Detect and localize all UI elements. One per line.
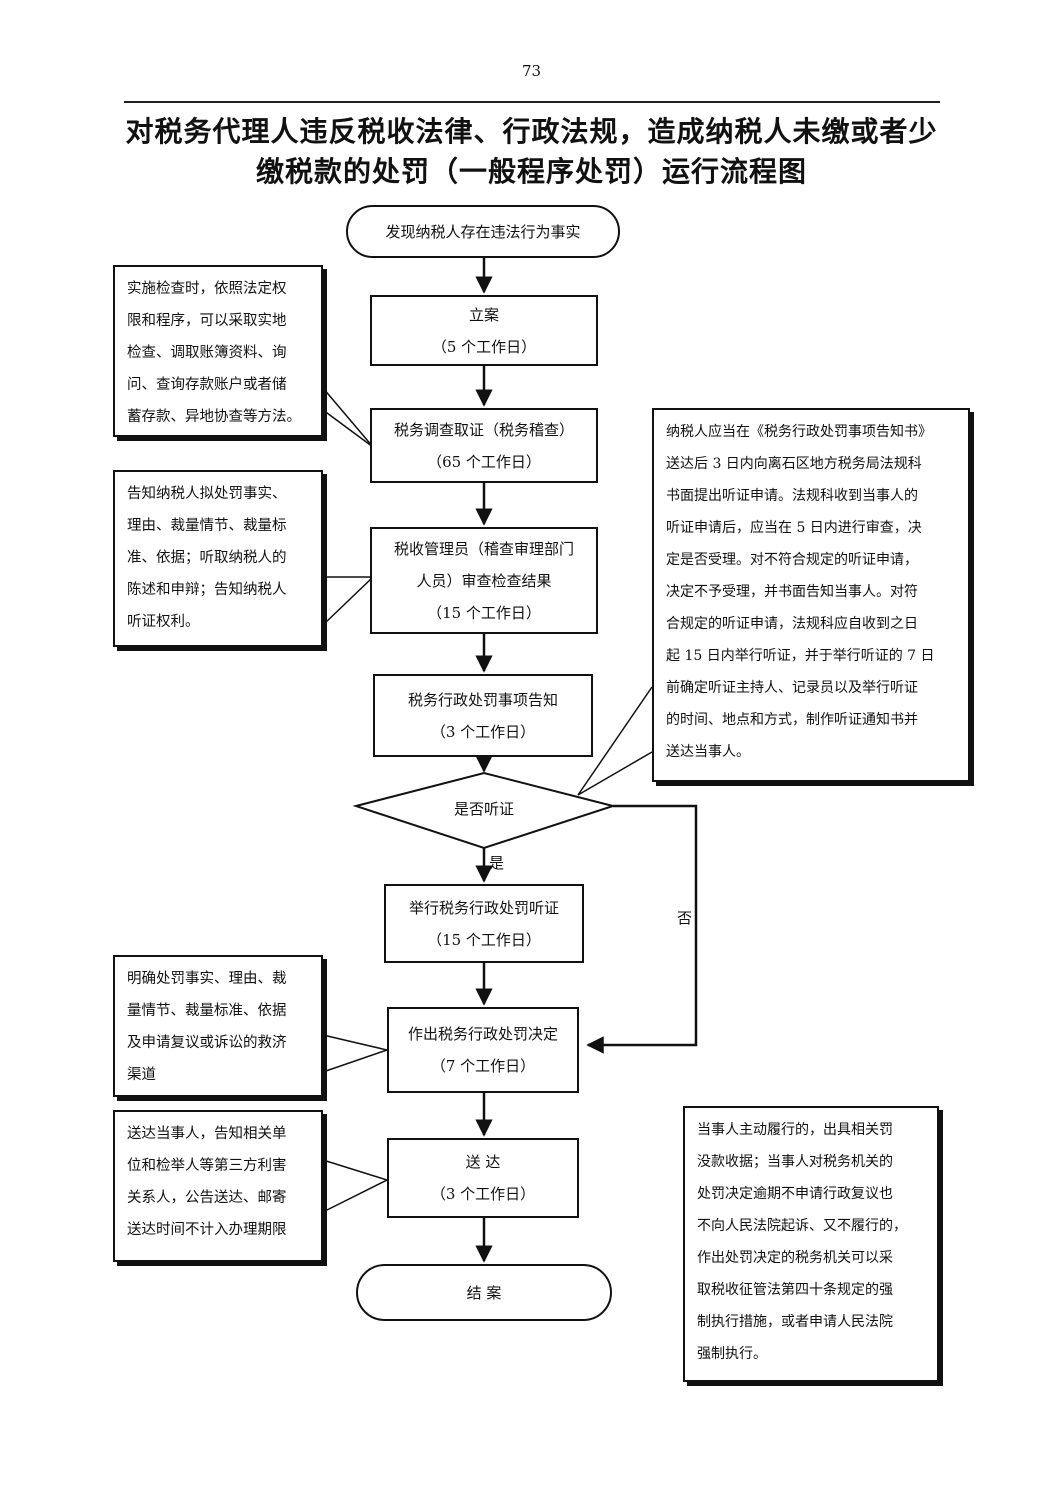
- page-number: 73: [521, 62, 542, 80]
- step3-days: （15 个工作日）: [427, 603, 541, 622]
- callout-decision: [322, 1034, 390, 1073]
- decision-diamond: [352, 771, 617, 850]
- note-hearing-line: 合规定的听证申请，法规科应自收到之日: [666, 616, 918, 632]
- step-investigation: 税务调查取证（税务稽查） （65 个工作日）: [370, 408, 598, 483]
- note-decision-line: 量情节、裁量标准、依据: [127, 1003, 287, 1019]
- step4-days: （3 个工作日）: [430, 722, 536, 741]
- step7-days: （3 个工作日）: [430, 1185, 536, 1203]
- note-hearing-line: 决定不予受理，并书面告知当事人。对符: [666, 584, 918, 600]
- note-inspection: 实施检查时，依照法定权 限和程序，可以采取实地 检查、调取账簿资料、询 问、查询…: [113, 265, 323, 437]
- note-enforcement-line: 作出处罚决定的税务机关可以采: [697, 1250, 893, 1266]
- note-delivery-line: 送达当事人，告知相关单: [127, 1126, 287, 1142]
- note-hearing-line: 书面提出听证申请。法规科收到当事人的: [666, 488, 918, 504]
- note-inspection-line: 蓄存款、异地协查等方法。: [127, 409, 301, 425]
- step-delivery: 送 达 （3 个工作日）: [387, 1138, 579, 1218]
- note-inspection-line: 问、查询存款账户或者储: [127, 377, 287, 393]
- step3-label-1: 税收管理员（稽查审理部门: [393, 539, 574, 558]
- note-notify-line: 理由、裁量情节、裁量标: [127, 518, 287, 534]
- note-delivery-line: 送达时间不计入办理期限: [127, 1222, 287, 1238]
- step5-label: 举行税务行政处罚听证: [408, 898, 559, 917]
- note-notify-line: 陈述和申辩；告知纳税人: [127, 582, 287, 598]
- note-notify-line: 听证权利。: [127, 614, 200, 630]
- step4-label: 税务行政处罚事项告知: [407, 690, 558, 709]
- note-hearing-line: 起 15 日内举行听证，并于举行听证的 7 日: [666, 648, 935, 664]
- step-case-filing: 立案 （5 个工作日）: [370, 295, 598, 366]
- step1-days: （5 个工作日）: [431, 337, 537, 356]
- step2-label: 税务调查取证（税务稽查）: [393, 420, 574, 439]
- header-rule: [124, 101, 940, 103]
- note-hearing-line: 送达后 3 日内向离石区地方税务局法规科: [666, 456, 922, 472]
- note-hearing-line: 听证申请后，应当在 5 日内进行审查，决: [666, 520, 922, 536]
- step6-label: 作出税务行政处罚决定: [407, 1025, 558, 1043]
- note-hearing: 纳税人应当在《税务行政处罚事项告知书》 送达后 3 日内向离石区地方税务局法规科…: [652, 408, 970, 782]
- step-penalty-notice: 税务行政处罚事项告知 （3 个工作日）: [373, 674, 593, 757]
- note-enforcement-line: 取税收征管法第四十条规定的强: [697, 1282, 893, 1298]
- end-label: 结 案: [466, 1284, 502, 1302]
- callout-hearing: [577, 686, 653, 796]
- note-inspection-line: 限和程序，可以采取实地: [127, 313, 287, 329]
- page-title-line-1: 对税务代理人违反税收法律、行政法规，造成纳税人未缴或者少: [125, 115, 938, 148]
- note-enforcement: 当事人主动履行的，出具相关罚 没款收据；当事人对税务机关的 处罚决定逾期不申请行…: [683, 1106, 939, 1382]
- step-decision: 作出税务行政处罚决定 （7 个工作日）: [387, 1007, 579, 1093]
- note-delivery: 送达当事人，告知相关单 位和检举人等第三方利害 关系人，公告送达、邮寄 送达时间…: [113, 1110, 323, 1262]
- note-notify: 告知纳税人拟处罚事实、 理由、裁量情节、裁量标 准、依据；听取纳税人的 陈述和申…: [113, 470, 323, 647]
- note-hearing-line: 送达当事人。: [666, 744, 750, 760]
- note-hearing-line: 的时间、地点和方式，制作听证通知书并: [666, 712, 918, 728]
- note-decision-line: 明确处罚事实、理由、裁: [127, 971, 287, 987]
- step3-label-2: 人员）审查检查结果: [416, 571, 552, 590]
- page-title-line-2: 缴税款的处罚（一般程序处罚）运行流程图: [255, 155, 807, 188]
- step7-label: 送 达: [465, 1153, 501, 1171]
- end-terminal: 结 案: [356, 1264, 612, 1321]
- note-hearing-line: 纳税人应当在《税务行政处罚事项告知书》: [666, 424, 932, 440]
- note-enforcement-line: 强制执行。: [697, 1346, 767, 1362]
- note-hearing-line: 定是否受理。对不符合规定的听证申请，: [666, 552, 918, 568]
- step-review: 税收管理员（稽查审理部门 人员）审查检查结果 （15 个工作日）: [370, 527, 598, 634]
- callout-delivery: [322, 1159, 389, 1213]
- note-hearing-line: 前确定听证主持人、记录员以及举行听证: [666, 680, 918, 696]
- note-notify-line: 准、依据；听取纳税人的: [127, 550, 287, 566]
- note-decision-line: 渠道: [127, 1067, 156, 1083]
- note-inspection-line: 检查、调取账簿资料、询: [127, 345, 287, 361]
- yes-label: 是: [489, 854, 505, 872]
- note-enforcement-line: 不向人民法院起诉、又不履行的，: [697, 1218, 907, 1234]
- start-terminal: 发现纳税人存在违法行为事实: [346, 205, 620, 258]
- note-delivery-line: 位和检举人等第三方利害: [127, 1158, 287, 1174]
- callout-notify: [322, 576, 375, 626]
- note-enforcement-line: 处罚决定逾期不申请行政复议也: [697, 1186, 893, 1202]
- note-delivery-line: 关系人，公告送达、邮寄: [127, 1190, 287, 1206]
- note-decision-line: 及申请复议或诉讼的救济: [127, 1035, 287, 1051]
- note-enforcement-line: 制执行措施，或者申请人民法院: [697, 1314, 893, 1330]
- note-inspection-line: 实施检查时，依照法定权: [127, 281, 287, 297]
- step5-days: （15 个工作日）: [427, 930, 541, 949]
- step-hearing: 举行税务行政处罚听证 （15 个工作日）: [384, 884, 584, 963]
- no-label: 否: [677, 909, 693, 927]
- step1-label: 立案: [468, 305, 499, 324]
- note-enforcement-line: 当事人主动履行的，出具相关罚: [697, 1122, 893, 1138]
- note-decision: 明确处罚事实、理由、裁 量情节、裁量标准、依据 及申请复议或诉讼的救济 渠道: [113, 955, 323, 1097]
- note-notify-line: 告知纳税人拟处罚事实、: [127, 486, 287, 502]
- note-enforcement-line: 没款收据；当事人对税务机关的: [697, 1154, 893, 1170]
- step6-days: （7 个工作日）: [430, 1057, 536, 1075]
- callout-inspection: [322, 387, 374, 448]
- start-label: 发现纳税人存在违法行为事实: [385, 223, 581, 241]
- step2-days: （65 个工作日）: [427, 452, 541, 471]
- decision-label: 是否听证: [453, 800, 514, 818]
- arrow-no-branch: [586, 804, 698, 1054]
